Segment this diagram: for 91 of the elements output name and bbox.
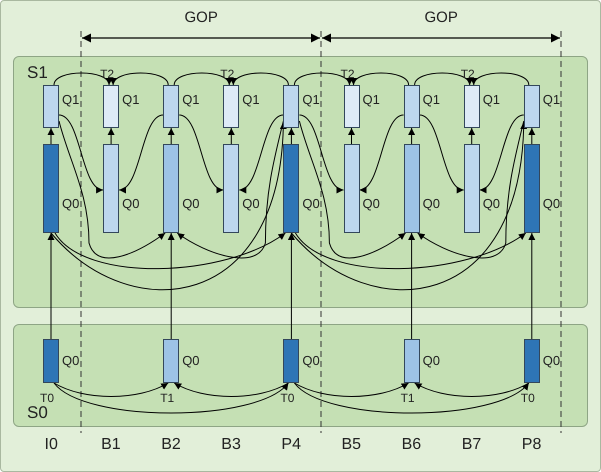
quality-label: Q0 — [182, 196, 200, 211]
quality-label: Q0 — [122, 196, 140, 211]
arrow — [294, 382, 530, 414]
quality-label: Q0 — [422, 196, 440, 211]
arrow — [112, 72, 169, 86]
arrow — [472, 72, 530, 86]
arrow — [176, 120, 284, 258]
arrow — [468, 128, 476, 144]
arrow — [288, 232, 295, 340]
quality-label: Q1 — [242, 92, 260, 107]
arrow — [298, 114, 344, 192]
quality-label: Q0 — [542, 353, 560, 368]
arrow — [294, 232, 526, 270]
quality-label: Q0 — [362, 196, 380, 211]
frame-type-label: B2 — [161, 436, 181, 454]
quality-label: Q1 — [182, 92, 200, 107]
frame-type-label: B3 — [221, 436, 241, 454]
arrow — [414, 382, 530, 397]
quality-label: Q1 — [422, 92, 440, 107]
arrow — [174, 72, 231, 86]
layer-index-label: T2 — [220, 67, 234, 81]
quality-label: Q1 — [362, 92, 380, 107]
frame-type-label: P4 — [281, 436, 301, 454]
arrow — [54, 232, 286, 270]
layer-panel — [13, 56, 588, 308]
quality-label: Q1 — [302, 92, 320, 107]
layer-index-label: T1 — [400, 391, 415, 405]
quality-label: Q0 — [482, 196, 500, 211]
quality-label: Q1 — [482, 92, 500, 107]
arrow — [228, 128, 235, 144]
arrow — [417, 120, 524, 258]
arrow — [58, 114, 104, 192]
arrow — [174, 382, 289, 397]
layer-index-label: T1 — [160, 391, 174, 405]
arrow — [54, 72, 110, 86]
layer-index-label: T2 — [340, 67, 355, 81]
frame-type-label: I0 — [44, 436, 58, 454]
layer-label: S1 — [27, 63, 48, 83]
layer-index-label: T2 — [100, 67, 114, 81]
layer-index-label: T0 — [40, 391, 54, 405]
arrow — [54, 382, 169, 397]
frame-type-label: B5 — [342, 436, 362, 454]
layer-index-label: T0 — [280, 391, 294, 405]
quality-label: Q0 — [182, 353, 200, 368]
arrow — [352, 72, 410, 86]
layer-label: S0 — [27, 403, 48, 423]
arrow — [408, 128, 416, 144]
arrow — [168, 128, 175, 144]
layer-index-label: T0 — [520, 391, 535, 405]
quality-label: Q1 — [542, 92, 560, 107]
arrow — [288, 128, 295, 144]
dimension-label: GOP — [424, 9, 458, 26]
arrow — [298, 120, 406, 258]
quality-label: Q0 — [302, 353, 320, 368]
frame-type-label: P8 — [522, 436, 542, 454]
layer-index-label: T2 — [460, 67, 475, 81]
arrow — [294, 72, 351, 86]
quality-label: Q0 — [542, 196, 560, 211]
arrow — [168, 232, 175, 340]
layer-panel — [13, 324, 588, 427]
arrow — [348, 128, 355, 144]
arrow — [58, 120, 166, 258]
arrow — [48, 232, 54, 340]
frame-type-label: B7 — [462, 436, 482, 454]
quality-label: Q0 — [422, 353, 440, 368]
arrow — [54, 382, 289, 414]
arrow — [408, 232, 416, 340]
arrow — [290, 122, 527, 290]
quality-label: Q0 — [302, 196, 320, 211]
arrow — [50, 122, 286, 290]
arrow — [414, 72, 472, 86]
arrow — [419, 114, 464, 192]
arrow — [108, 128, 115, 144]
quality-label: Q1 — [62, 92, 80, 107]
quality-label: Q1 — [122, 92, 140, 107]
arrow — [178, 114, 224, 192]
quality-label: Q0 — [62, 353, 80, 368]
arrow — [238, 114, 284, 192]
arrow — [528, 128, 536, 144]
arrow — [232, 72, 289, 86]
dimension-label: GOP — [184, 9, 218, 26]
arrow — [479, 114, 524, 192]
arrow — [48, 128, 54, 144]
quality-label: Q0 — [62, 196, 80, 211]
quality-label: Q0 — [242, 196, 260, 211]
arrow — [528, 232, 536, 340]
arrow — [359, 114, 404, 192]
frame-type-label: B1 — [101, 436, 121, 454]
frame-type-label: B6 — [402, 436, 422, 454]
arrow — [294, 382, 410, 397]
arrow — [118, 114, 164, 192]
